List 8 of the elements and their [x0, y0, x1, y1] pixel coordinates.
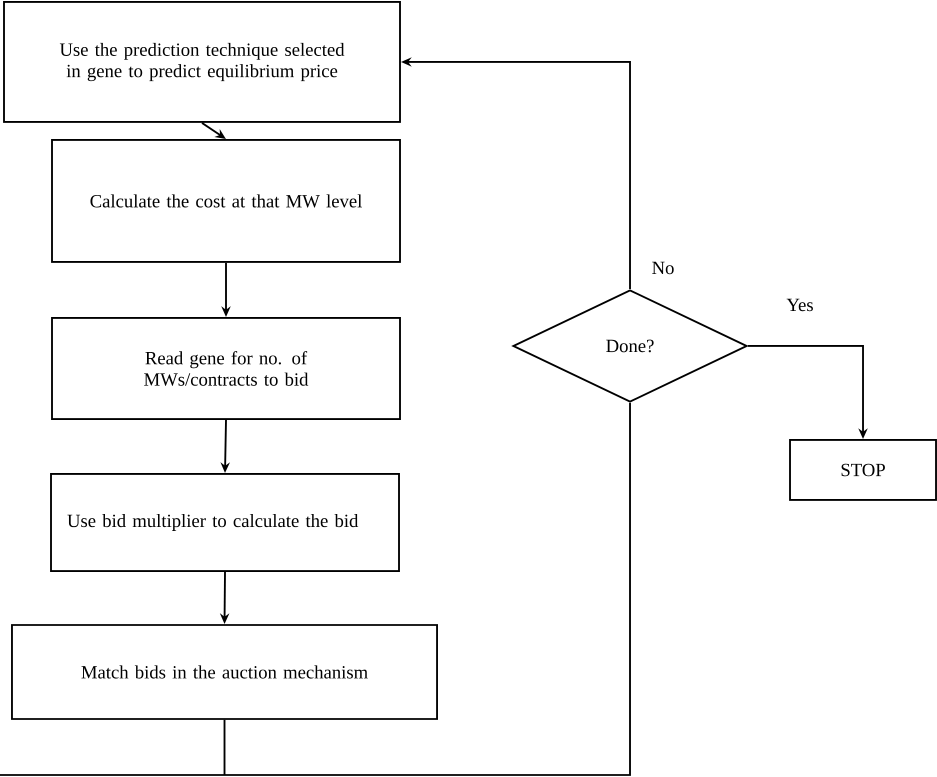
process-box: Use the prediction technique selected in gene to predict equilibrium price [3, 1, 401, 123]
process-box: Match bids in the auction mechanism [11, 624, 438, 720]
edge-label: No [650, 260, 676, 276]
process-box: Read gene for no. of MWs/contracts to bid [51, 317, 401, 420]
edge-label: Yes [785, 297, 815, 313]
process-box: STOP [789, 439, 937, 501]
process-box: Use bid multiplier to calculate the bid [50, 473, 400, 572]
process-box: Calculate the cost at that MW level [51, 139, 401, 263]
